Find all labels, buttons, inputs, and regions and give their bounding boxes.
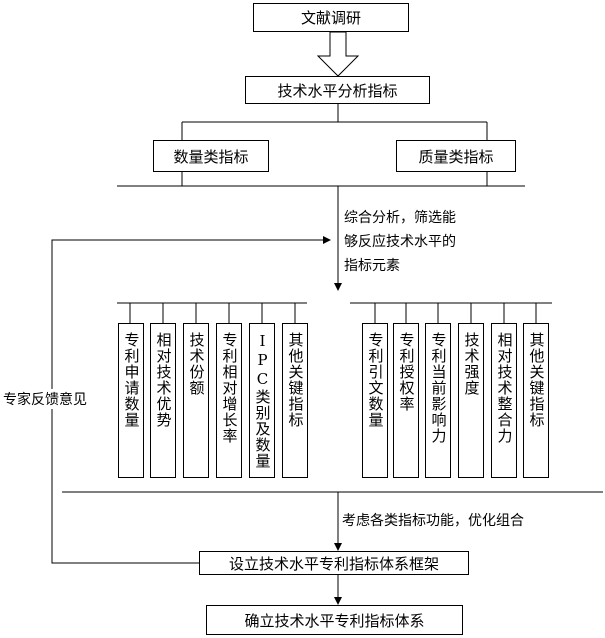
indicator-relative-tech-advantage: 相对技术优势: [150, 323, 176, 478]
indicator-patent-citation-count: 专利引文数量: [362, 323, 388, 478]
indicator-patent-application-count: 专利申请数量: [118, 323, 144, 478]
build-framework-box: 设立技术水平专利指标体系框架: [199, 551, 469, 575]
screening-note-line-1: 综合分析，筛选能: [344, 210, 456, 226]
indicator-current-impact: 专利当前影响力: [425, 323, 451, 478]
screening-note-line-2: 够反应技术水平的: [344, 234, 456, 250]
final-system-box: 确立技术水平专利指标体系: [206, 605, 463, 635]
indicator-relative-tech-integration: 相对技术整合力: [491, 323, 517, 478]
quality-indicators-box: 质量类指标: [396, 140, 516, 172]
tech-level-indicators-box: 技术水平分析指标: [245, 76, 430, 104]
expert-feedback-label: 专家反馈意见: [3, 389, 87, 409]
optimize-note: 考虑各类指标功能，优化组合: [342, 513, 524, 529]
indicator-tech-strength: 技术强度: [458, 323, 484, 478]
indicator-tech-share: 技术份额: [183, 323, 209, 478]
indicator-other-key-quality: 其他关键指标: [523, 323, 549, 478]
indicator-other-key-quantity: 其他关键指标: [282, 323, 308, 478]
indicator-relative-growth-rate: 专利相对增长率: [216, 323, 242, 478]
indicator-grant-rate: 专利授权率: [393, 323, 419, 478]
quantity-indicators-box: 数量类指标: [153, 140, 269, 172]
screening-note-line-3: 指标元素: [344, 258, 400, 274]
indicator-ipc-category-count: IPC类别及数量: [249, 323, 275, 478]
hollow-arrow: [316, 31, 360, 77]
literature-research-box: 文献调研: [253, 3, 409, 32]
